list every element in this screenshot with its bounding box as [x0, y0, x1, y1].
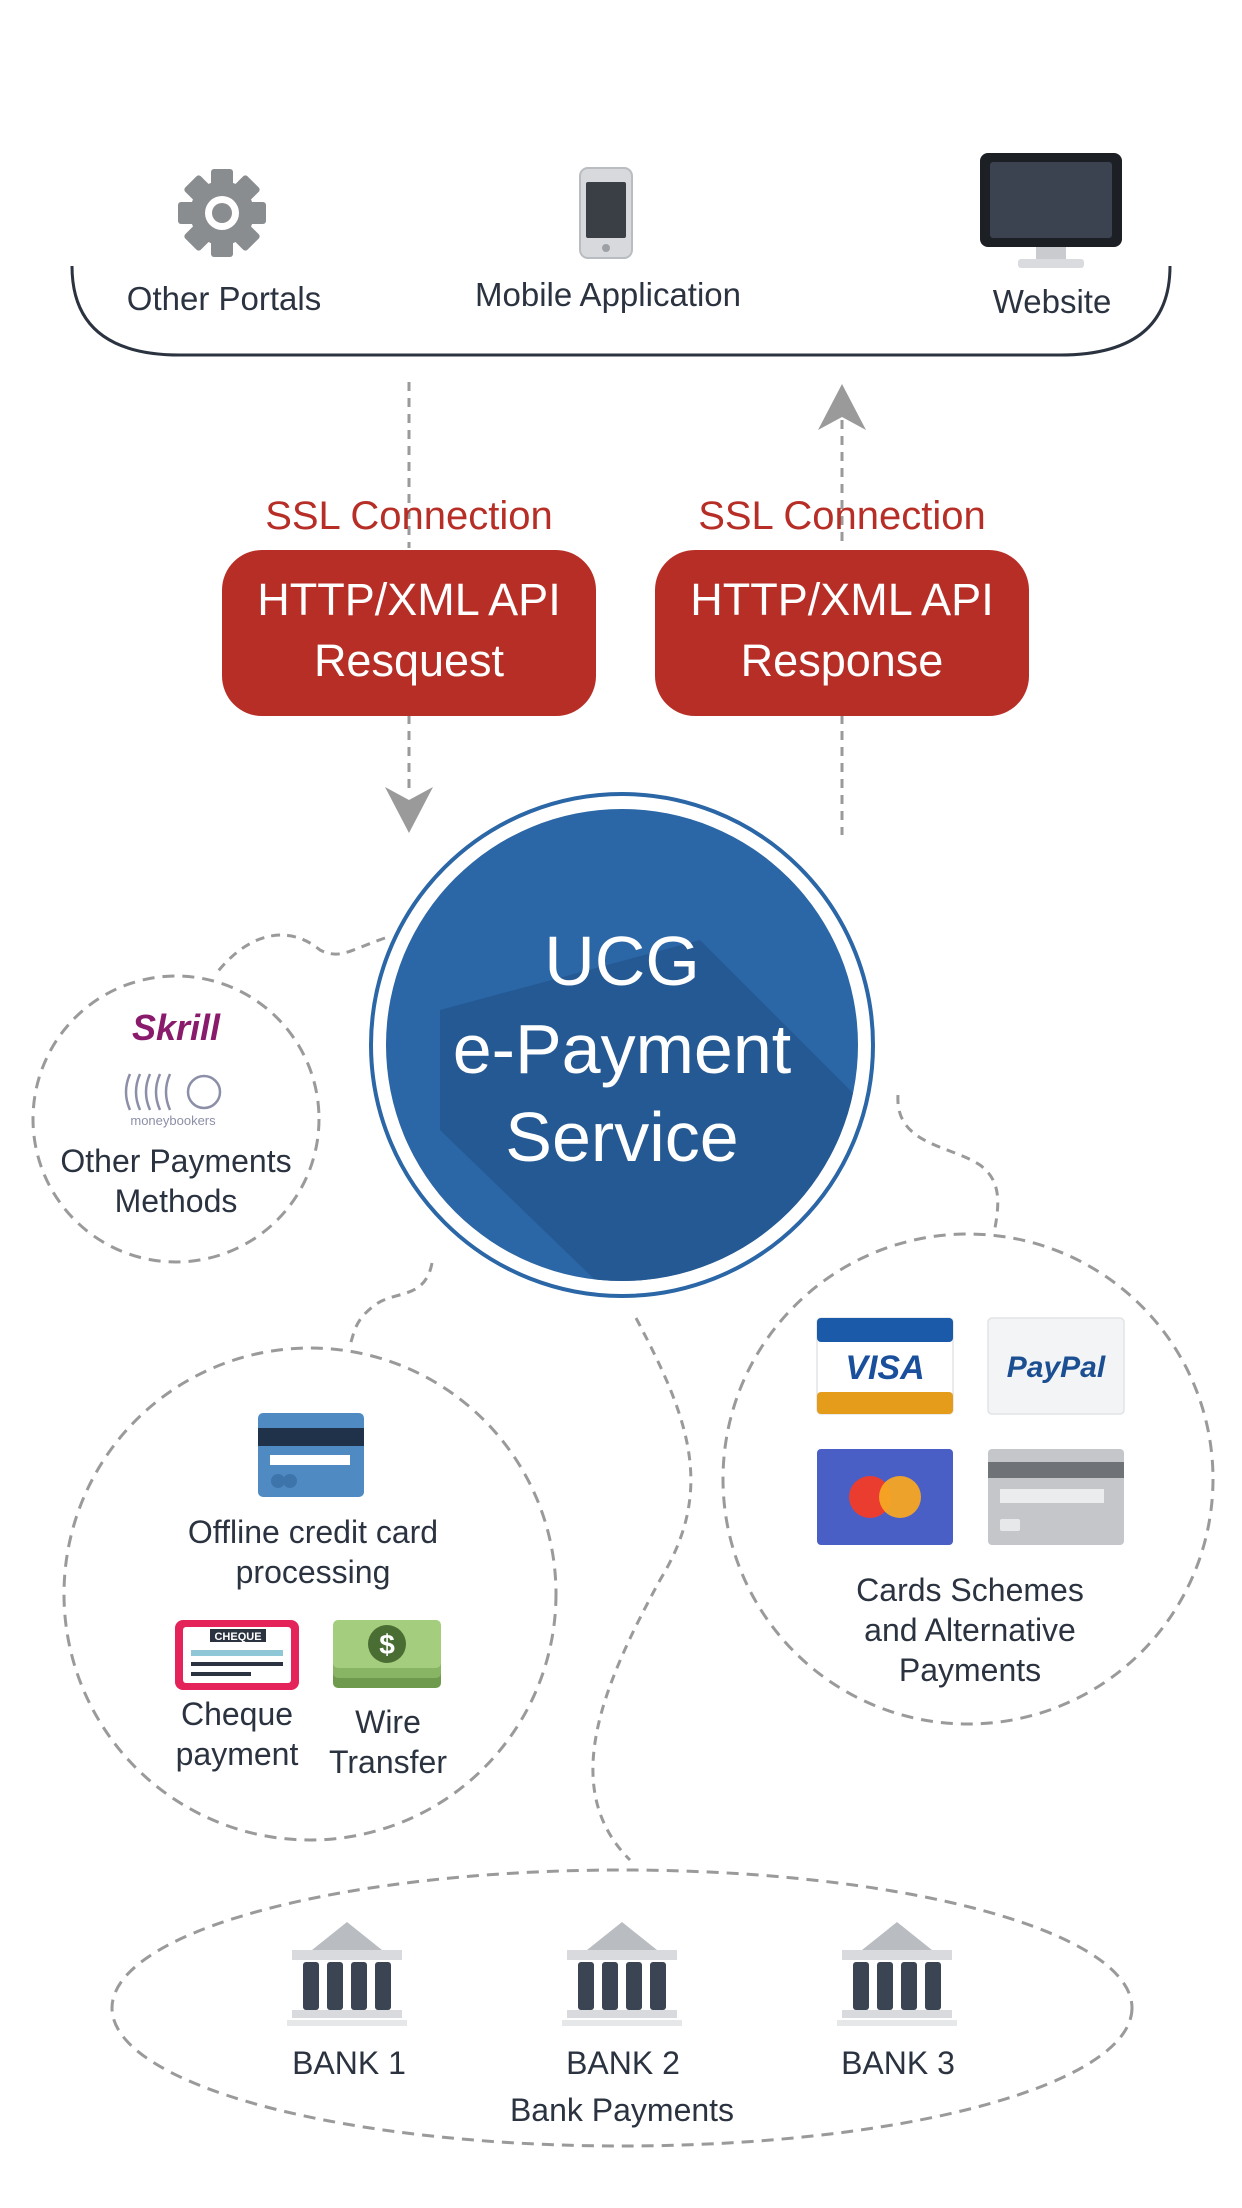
paypal-card-icon: PayPal: [987, 1317, 1125, 1415]
svg-text:CHEQUE: CHEQUE: [214, 1631, 261, 1643]
response-arrowhead: [818, 384, 866, 430]
bank-label-2: BANK 2: [566, 2045, 680, 2081]
response-pill-line1: HTTP/XML API: [690, 574, 993, 625]
monitor-icon: [980, 153, 1122, 268]
request-pill-line1: HTTP/XML API: [257, 574, 560, 625]
service-title-line1: UCG: [544, 922, 700, 1000]
cheque-label-line1: Cheque: [181, 1696, 293, 1732]
skrill-logo: Skrill: [132, 1007, 221, 1048]
cards-label-line3: Payments: [899, 1652, 1041, 1688]
bank-icon-1: [287, 1922, 407, 2026]
svg-text:PayPal: PayPal: [1007, 1351, 1106, 1384]
response-pill: [655, 550, 1029, 716]
cards-group: [721, 1232, 1215, 1726]
response-ssl-caption: SSL Connection: [698, 494, 986, 538]
gear-icon: [178, 169, 266, 257]
client-label-mobile-application: Mobile Application: [475, 276, 741, 313]
cards-label-line2: and Alternative: [864, 1612, 1076, 1648]
connector-cards: [896, 1094, 1000, 1229]
wire-label-line2: Transfer: [329, 1744, 447, 1780]
bank-label-1: BANK 1: [292, 2045, 406, 2081]
request-ssl-caption: SSL Connection: [265, 494, 553, 538]
offline-group: [62, 1346, 558, 1842]
bank-label-3: BANK 3: [841, 2045, 955, 2081]
request-arrowhead: [385, 787, 433, 833]
offline-card-label-line1: Offline credit card: [188, 1514, 438, 1550]
cheque-label-line2: payment: [176, 1736, 299, 1772]
service-long-shadow: [440, 940, 858, 1281]
visa-card-icon: VISA: [816, 1317, 954, 1415]
moneybookers-logo-icon: [124, 1073, 222, 1111]
banks-group-label: Bank Payments: [510, 2092, 734, 2128]
credit-card-icon: [258, 1413, 364, 1497]
money-stack-icon: $: [333, 1620, 441, 1688]
connector-banks: [591, 1317, 693, 1862]
svg-text:$: $: [379, 1629, 395, 1660]
connector-offline: [348, 1262, 434, 1346]
moneybookers-logo-text: moneybookers: [130, 1113, 216, 1128]
request-pill-line2: Resquest: [314, 635, 505, 686]
other-payments-label-line2: Methods: [115, 1183, 238, 1219]
svg-text:VISA: VISA: [845, 1349, 924, 1387]
cheque-icon: CHEQUE: [175, 1620, 299, 1690]
smartphone-icon: [579, 167, 633, 259]
clients-panel-frame: [70, 265, 1172, 357]
banks-group: [110, 1868, 1134, 2148]
service-title-line3: Service: [505, 1098, 738, 1176]
other-payments-label-line1: Other Payments: [60, 1143, 291, 1179]
bank-icon-2: [562, 1922, 682, 2026]
offline-card-label-line2: processing: [236, 1554, 391, 1590]
other-payments-group: [31, 974, 321, 1264]
wire-label-line1: Wire: [355, 1704, 421, 1740]
response-pill-line2: Response: [741, 635, 944, 686]
request-pill: [222, 550, 596, 716]
bank-icon-3: [837, 1922, 957, 2026]
service-title-line2: e-Payment: [453, 1010, 791, 1088]
mastercard-card-icon: [817, 1449, 953, 1545]
generic-card-icon: [988, 1449, 1124, 1545]
client-label-website: Website: [993, 283, 1112, 320]
client-label-other-portals: Other Portals: [127, 280, 321, 317]
connector-other-payments: [213, 933, 386, 976]
cards-label-line1: Cards Schemes: [856, 1572, 1084, 1608]
